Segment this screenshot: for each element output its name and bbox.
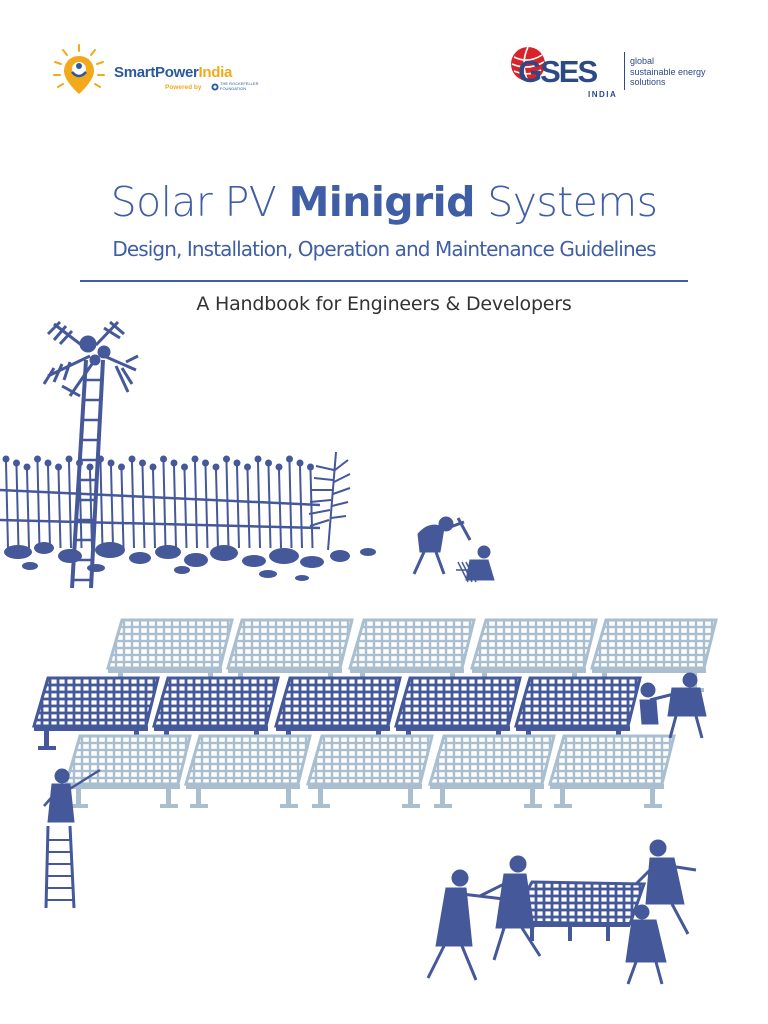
handbook-tagline: A Handbook for Engineers & Developers xyxy=(196,293,572,315)
gses-globe-icon xyxy=(511,46,545,82)
fence-with-rocks xyxy=(0,451,376,581)
worker-with-pickaxe-figure xyxy=(412,516,495,583)
foundation-name: THE ROCKEFELLER FOUNDATION xyxy=(220,81,259,91)
smartpowerindia-logo: SmartPowerIndia Powered by THE ROCKEFELL… xyxy=(48,42,278,98)
worker-on-ladder-figure xyxy=(43,768,101,909)
gses-logo: GSES INDIA global sustainable energy sol… xyxy=(508,44,738,104)
gses-wordmark: GSES xyxy=(518,54,598,89)
gses-tagline: global sustainable energy solutions xyxy=(630,56,706,87)
sun-person-icon xyxy=(53,44,105,94)
worker-inspecting-panel-figure xyxy=(639,672,707,739)
document-title: Solar PV Minigrid Systems xyxy=(110,178,658,226)
gses-divider xyxy=(624,52,625,90)
title-divider xyxy=(80,280,688,282)
rockefeller-foundation-icon xyxy=(211,83,219,91)
powered-by-label: Powered by xyxy=(165,84,202,91)
gses-country: INDIA xyxy=(588,90,618,99)
solar-array-front-row xyxy=(64,734,676,810)
workers-carrying-panel-figure xyxy=(426,839,697,985)
smartpowerindia-wordmark: SmartPowerIndia xyxy=(114,64,233,81)
document-subtitle: Design, Installation, Operation and Main… xyxy=(112,237,656,261)
